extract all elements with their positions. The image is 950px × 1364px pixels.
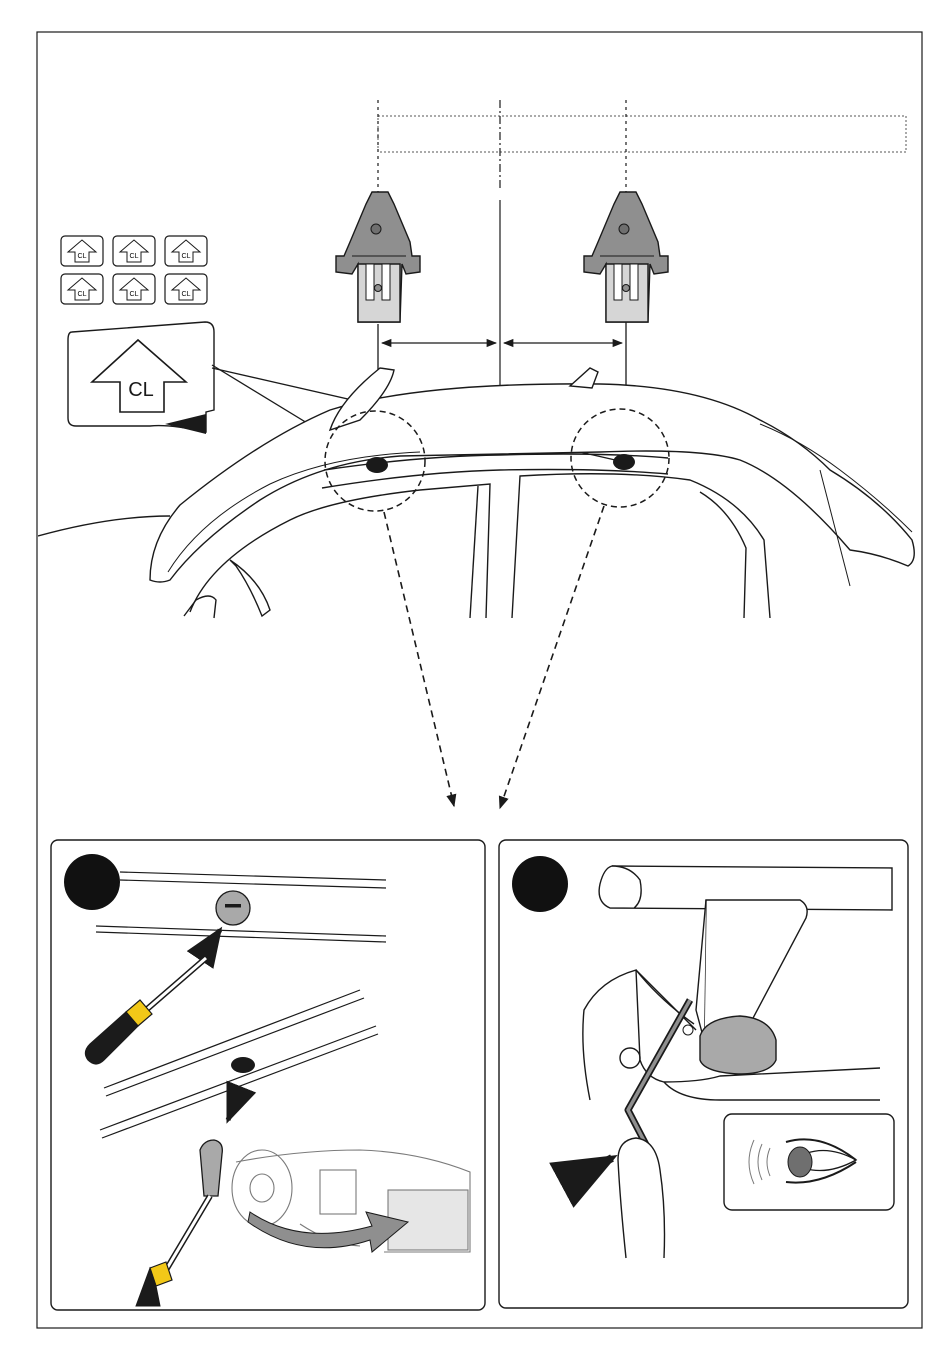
step-panel-right bbox=[499, 840, 908, 1308]
step-badge bbox=[512, 856, 568, 912]
roof-plug-icon bbox=[216, 891, 250, 925]
crossbar-outline bbox=[378, 116, 906, 152]
sticker-label: CL bbox=[128, 379, 154, 401]
small-sticker-label: CL bbox=[78, 291, 87, 298]
small-cl-sticker-icon: CL bbox=[113, 274, 155, 304]
sticker-sheet: CL CL CL CL CL CL bbox=[61, 236, 207, 304]
step-badge bbox=[64, 854, 120, 910]
small-cl-sticker-icon: CL bbox=[165, 236, 207, 266]
small-sticker-label: CL bbox=[130, 253, 139, 260]
roof-rack-foot-icon bbox=[336, 192, 420, 322]
step-panel-left bbox=[51, 840, 485, 1310]
small-cl-sticker-icon: CL bbox=[113, 236, 155, 266]
small-cl-sticker-icon: CL bbox=[165, 274, 207, 304]
eye-inset bbox=[724, 1114, 894, 1210]
detail-arrows bbox=[384, 506, 604, 808]
small-sticker-label: CL bbox=[130, 291, 139, 298]
cl-sticker-icon: CL bbox=[68, 322, 214, 434]
small-sticker-label: CL bbox=[182, 253, 191, 260]
small-cl-sticker-icon: CL bbox=[61, 236, 103, 266]
small-sticker-label: CL bbox=[182, 291, 191, 298]
roof-rack-foot-icon bbox=[584, 192, 668, 322]
small-cl-sticker-icon: CL bbox=[61, 274, 103, 304]
small-sticker-label: CL bbox=[78, 253, 87, 260]
